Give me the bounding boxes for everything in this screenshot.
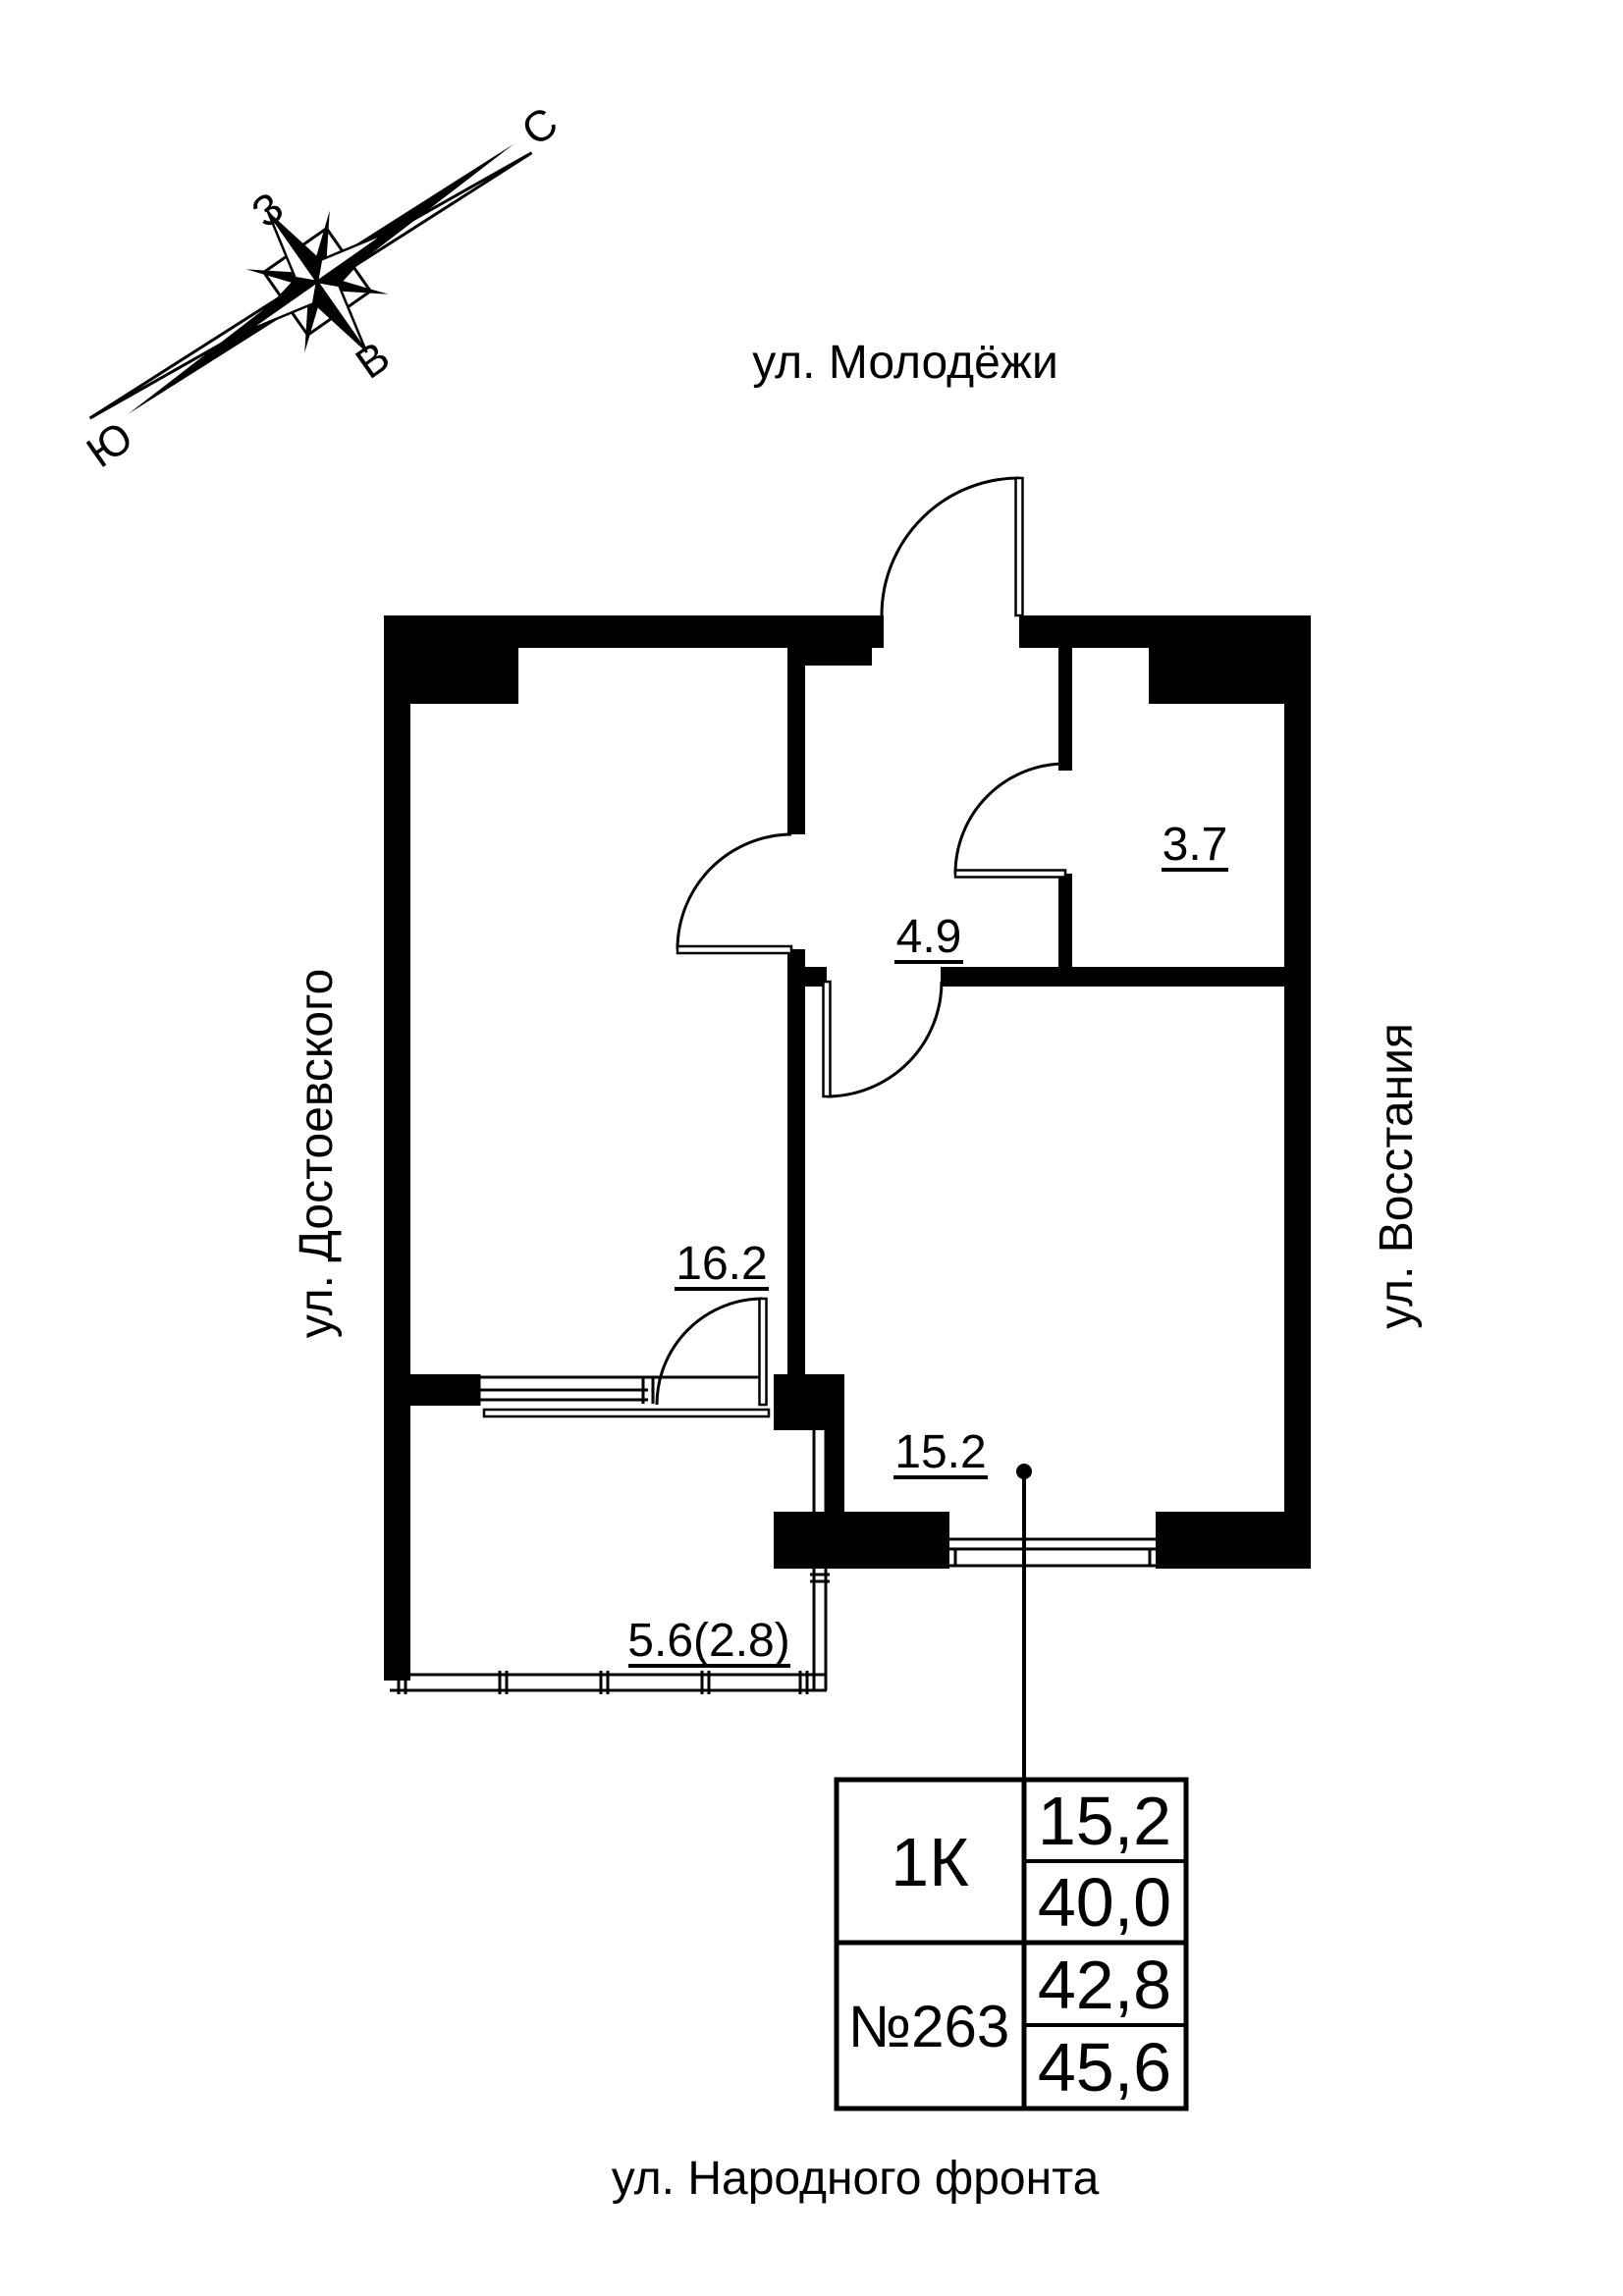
wall-segment xyxy=(787,949,805,1374)
wall-segment xyxy=(803,967,827,987)
info-table: 1К №263 15,2 40,0 42,8 45,6 xyxy=(834,1777,1189,2111)
balcony-sill xyxy=(482,1408,771,1418)
bathroom-door-leaf xyxy=(953,869,1067,879)
room-label-hallway: 4.9 xyxy=(896,911,962,963)
walls xyxy=(384,615,1311,1681)
room-label-living-room: 15.2 xyxy=(894,1426,986,1478)
area-value-cell: 42,8 xyxy=(1038,1947,1171,2023)
wall-segment xyxy=(384,1374,479,1406)
apartment-type-cell: 1К xyxy=(891,1824,969,1900)
living-room-window xyxy=(949,1537,1156,1568)
wall-segment xyxy=(803,648,872,666)
wall-segment xyxy=(1156,1512,1311,1569)
doors xyxy=(655,476,1067,1407)
wall-segment xyxy=(1058,648,1072,771)
bathroom-door xyxy=(953,762,1067,879)
entrance-door-leaf xyxy=(1014,476,1024,617)
room-label-bedroom: 16.2 xyxy=(676,1238,767,1290)
living-room-door xyxy=(822,980,944,1098)
room-labels: 3.7 4.9 16.2 15.2 5.6(2.8) xyxy=(627,819,1228,1668)
wall-segment xyxy=(1284,648,1311,1569)
bedroom-balcony-window xyxy=(477,1374,771,1418)
wall-segment xyxy=(1058,874,1072,967)
street-label-top: ул. Молодёжи xyxy=(752,337,1058,389)
bedroom-door-leaf xyxy=(676,944,793,955)
wall-segment xyxy=(774,1512,949,1569)
wall-segment xyxy=(1149,648,1311,704)
area-value-cell: 15,2 xyxy=(1038,1783,1171,1859)
wall-segment xyxy=(787,648,805,834)
wall-segment xyxy=(941,967,1284,987)
leader-line xyxy=(1016,1464,1032,1780)
balcony-door xyxy=(655,1297,768,1407)
room-label-balcony: 5.6(2.8) xyxy=(627,1615,789,1667)
compass-rose-icon: С З В Ю xyxy=(79,98,567,477)
apartment-number-cell: №263 xyxy=(848,1994,1009,2059)
wall-segment xyxy=(825,1430,844,1512)
wall-segment xyxy=(1019,615,1311,648)
area-value-cell: 40,0 xyxy=(1038,1864,1171,1941)
balcony-door-leaf xyxy=(758,1297,768,1407)
wall-segment xyxy=(774,1374,844,1430)
compass-star-points xyxy=(245,210,389,353)
wall-segment xyxy=(384,615,884,648)
living-room-door-leaf xyxy=(822,980,832,1098)
entrance-door xyxy=(880,476,1024,617)
street-label-left: ул. Достоевского xyxy=(291,969,343,1339)
area-value-cell: 45,6 xyxy=(1038,2029,1171,2106)
room-label-bathroom: 3.7 xyxy=(1163,819,1228,871)
street-label-bottom: ул. Народного фронта xyxy=(612,2153,1100,2205)
street-label-right: ул. Восстания xyxy=(1371,1023,1423,1329)
wall-segment xyxy=(384,648,410,1681)
bedroom-door xyxy=(676,832,793,955)
